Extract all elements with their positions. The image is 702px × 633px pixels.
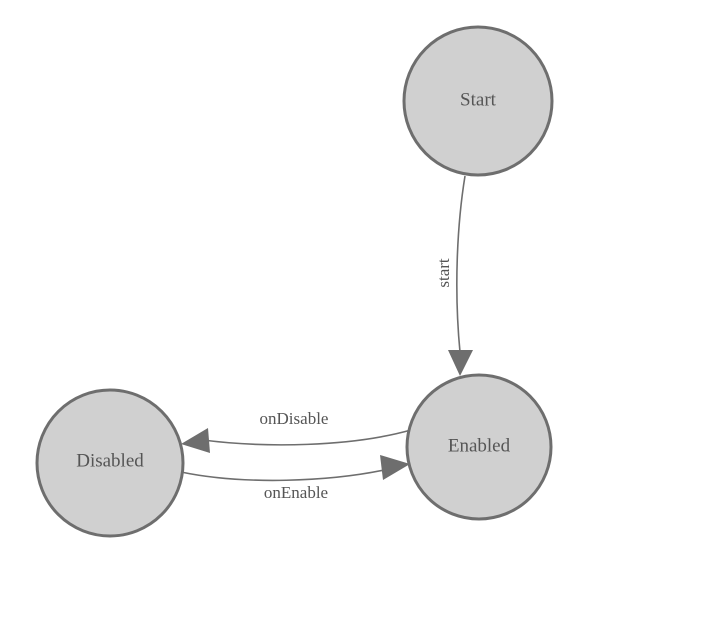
edge-enabled-to-disabled-arrowhead xyxy=(181,428,210,453)
edge-start-to-enabled[interactable]: start xyxy=(434,175,473,376)
edge-label-on-disable: onDisable xyxy=(260,409,329,428)
edge-start-to-enabled-path xyxy=(456,175,466,353)
edge-enabled-to-disabled[interactable]: onDisable xyxy=(181,409,412,453)
node-enabled-label: Enabled xyxy=(448,435,511,456)
node-disabled-label: Disabled xyxy=(76,450,144,471)
edge-disabled-to-enabled-path xyxy=(180,468,390,482)
edge-disabled-to-enabled[interactable]: onEnable xyxy=(180,455,410,502)
node-disabled[interactable]: Disabled xyxy=(35,388,185,538)
edge-enabled-to-disabled-path xyxy=(202,429,412,446)
node-enabled[interactable]: Enabled xyxy=(405,373,553,521)
node-disabled-circle xyxy=(35,388,185,538)
node-start[interactable]: Start xyxy=(402,25,554,177)
edge-disabled-to-enabled-arrowhead xyxy=(380,455,410,480)
node-start-circle xyxy=(402,25,554,177)
node-start-label: Start xyxy=(460,89,497,110)
edge-label-on-enable: onEnable xyxy=(264,483,328,502)
edge-start-to-enabled-arrowhead xyxy=(448,350,473,376)
node-enabled-circle xyxy=(405,373,553,521)
edge-label-start: start xyxy=(434,258,453,288)
